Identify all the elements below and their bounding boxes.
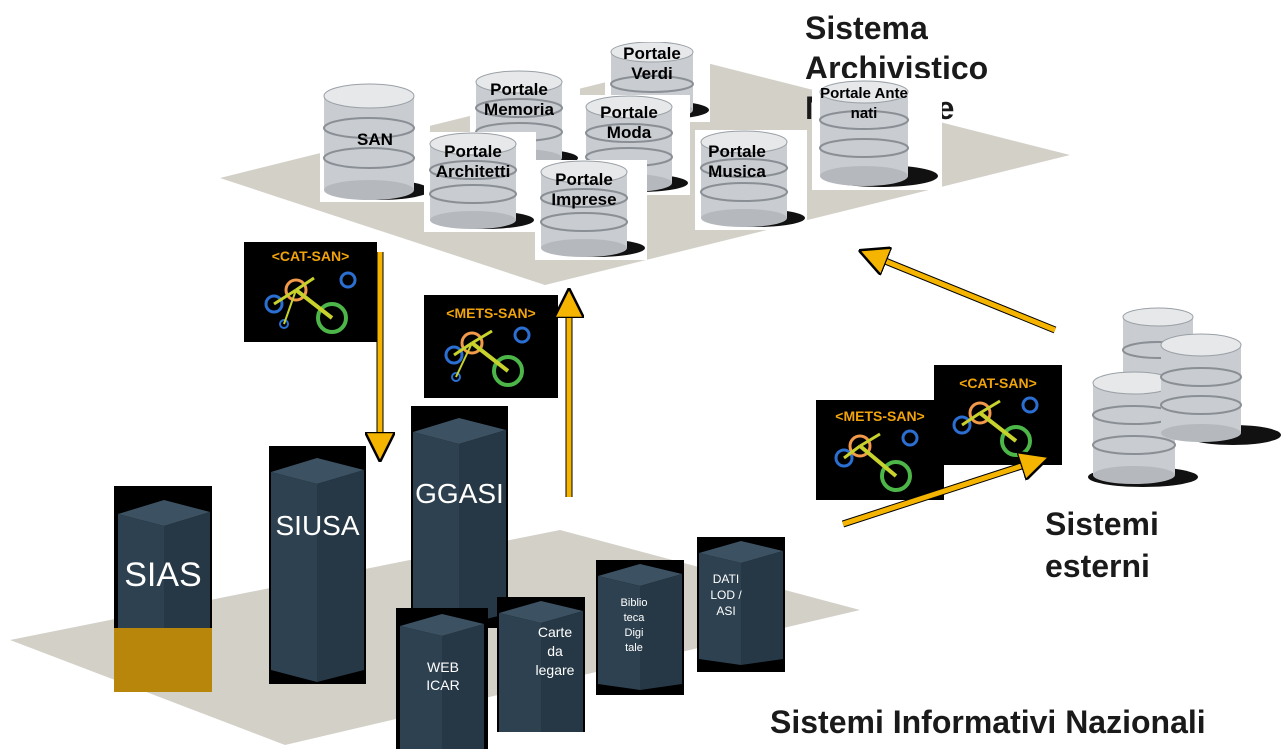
database-icon <box>700 130 805 227</box>
network-icon <box>952 396 1039 457</box>
sias-label: SIAS <box>124 556 202 594</box>
mets-san-label: <METS-SAN> <box>446 305 536 321</box>
tower-shape <box>114 500 212 692</box>
cat-san-tag-right: <CAT-SAN> <box>934 365 1062 465</box>
antenati-label: Portale Ante nati <box>820 85 908 122</box>
ggasi-tower[interactable]: GGASI <box>411 406 508 628</box>
architetti-database[interactable]: Portale Architetti <box>424 132 536 232</box>
mets-san-tag-right: <METS-SAN> <box>816 400 944 500</box>
tower-shape <box>497 597 585 732</box>
san-database[interactable]: SAN <box>320 82 430 202</box>
cat-san-right-label: <CAT-SAN> <box>959 375 1037 391</box>
tower-shape <box>697 537 785 672</box>
biblioteca-tower[interactable]: Biblio teca Digi tale <box>596 560 684 695</box>
sias-tower[interactable]: SIAS <box>114 486 212 692</box>
mets-san-right-label: <METS-SAN> <box>835 408 925 424</box>
memoria-label: Portale Memoria <box>484 80 554 119</box>
imprese-database[interactable]: Portale Imprese <box>535 160 647 260</box>
database-icon <box>819 80 938 187</box>
musica-database[interactable]: Portale Musica <box>695 130 807 230</box>
tower-shape <box>413 418 506 626</box>
tower-shape <box>596 560 684 695</box>
mets-san-tag-middle: <METS-SAN> <box>424 295 558 398</box>
network-icon <box>444 326 531 387</box>
network-icon <box>834 429 919 492</box>
ggasi-label: GGASI <box>415 478 504 509</box>
san-label: SAN <box>357 130 393 149</box>
external-db-3 <box>1160 333 1281 445</box>
carte-label: Carte da legare <box>535 624 575 678</box>
cat-san-label: <CAT-SAN> <box>271 248 350 264</box>
verdi-label: Portale Verdi <box>623 44 681 83</box>
external-databases-icon <box>1088 307 1281 487</box>
webicar-label: WEB ICAR <box>426 659 460 693</box>
architetti-label: Portale Architetti <box>435 142 511 181</box>
database-icon <box>540 160 645 257</box>
national-systems-title: Sistemi Informativi Nazionali <box>770 704 1206 740</box>
moda-label: Portale Moda <box>600 103 658 142</box>
biblioteca-label: Biblio teca Digi tale <box>620 597 648 654</box>
imprese-label: Portale Imprese <box>551 170 617 209</box>
database-icon <box>323 83 430 200</box>
antenati-database[interactable]: Portale Ante nati <box>812 78 942 190</box>
tower-shape <box>271 458 364 682</box>
cat-san-tag-left: <CAT-SAN> <box>244 242 377 342</box>
tower-shape <box>396 608 488 749</box>
dati-tower[interactable]: DATI LOD / ASI <box>697 537 785 672</box>
external-systems-title: Sistemi esterni <box>1045 506 1159 584</box>
siusa-label: SIUSA <box>275 510 360 541</box>
siusa-tower[interactable]: SIUSA <box>269 446 366 684</box>
webicar-tower[interactable]: WEB ICAR <box>396 608 488 749</box>
database-icon <box>429 132 534 229</box>
carte-tower[interactable]: Carte da legare <box>497 597 585 732</box>
network-icon <box>264 271 357 334</box>
dati-label: DATI LOD / ASI <box>710 572 742 618</box>
musica-label: Portale Musica <box>708 142 766 181</box>
